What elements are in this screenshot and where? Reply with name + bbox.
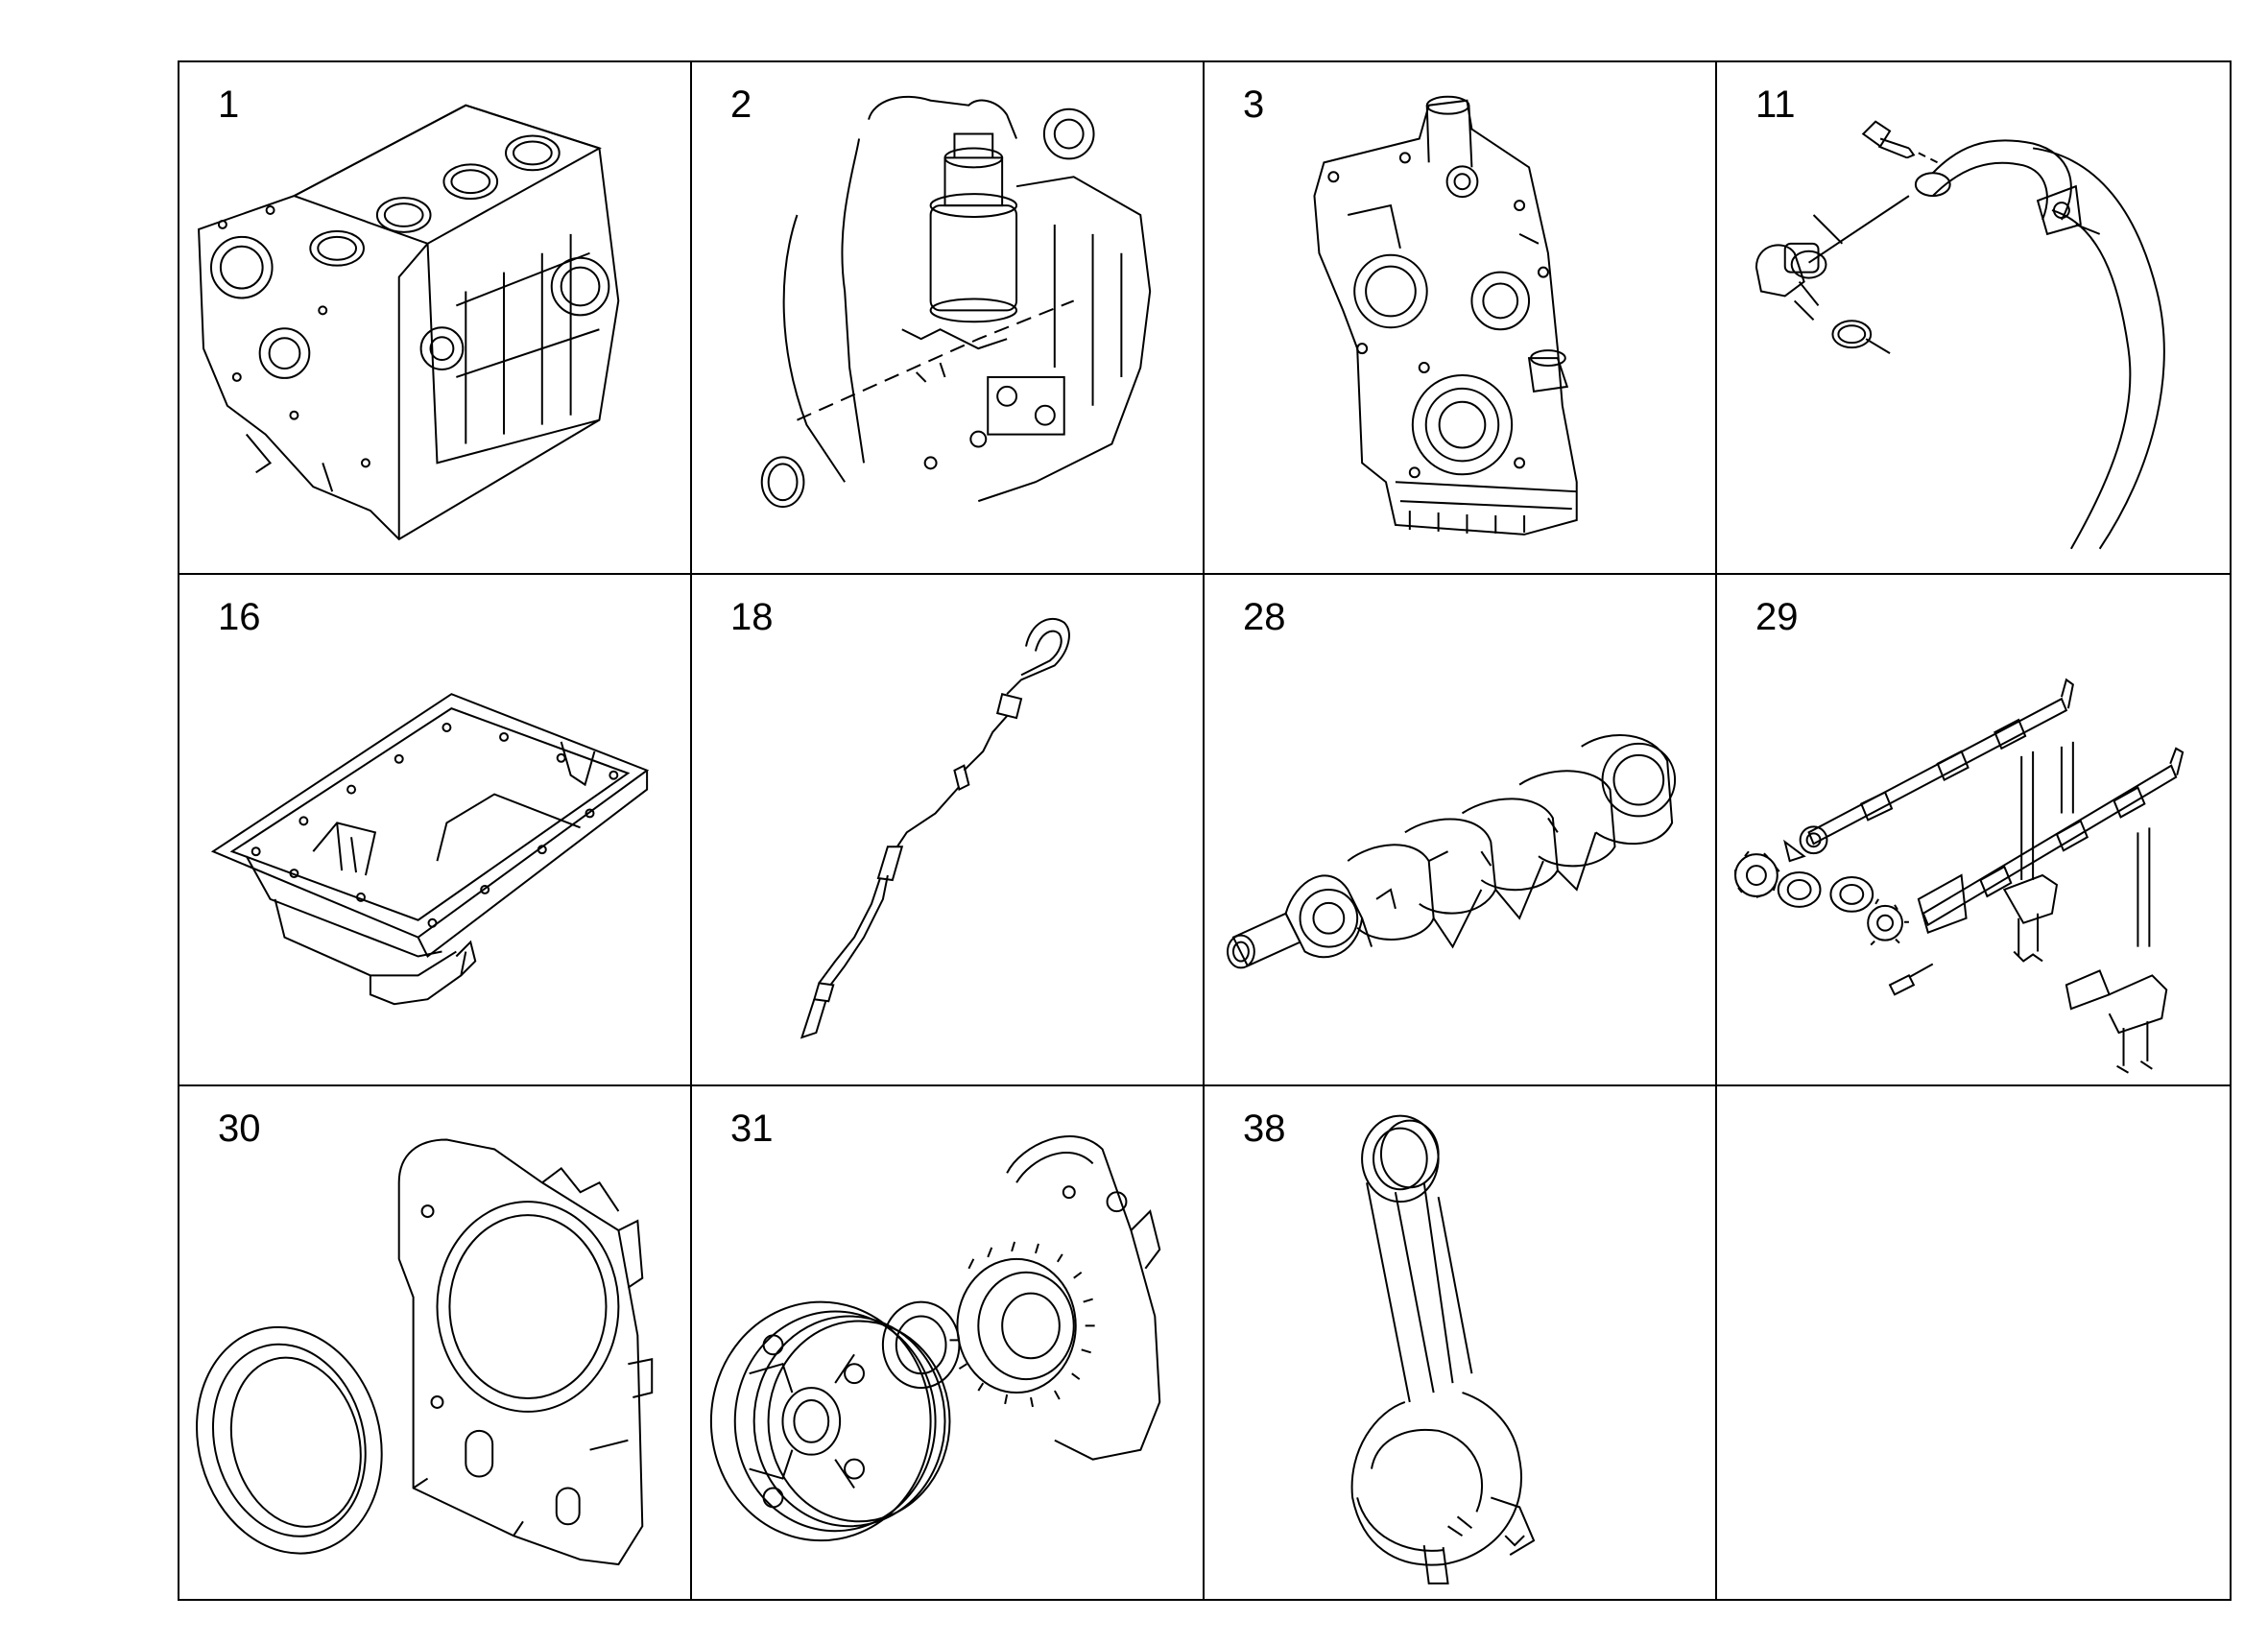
part-cell-28[interactable]: 28 xyxy=(1205,574,1717,1087)
oil-pan-icon xyxy=(179,575,690,1085)
part-number: 29 xyxy=(1755,595,1799,638)
part-cell-2[interactable]: 2 xyxy=(692,62,1205,575)
timing-cover-icon xyxy=(1205,62,1715,573)
part-number: 30 xyxy=(218,1108,261,1151)
part-cell-29[interactable]: 29 xyxy=(1717,575,2230,1087)
part-number: 31 xyxy=(730,1108,774,1151)
camshaft-icon xyxy=(1717,575,2230,1085)
crankshaft-icon xyxy=(1205,575,1715,1085)
part-cell-38[interactable]: 38 xyxy=(1205,1086,1717,1599)
oil-filter-assembly-icon xyxy=(692,62,1203,573)
part-number: 28 xyxy=(1243,595,1286,638)
part-cell-11[interactable]: 11 xyxy=(1717,62,2230,575)
part-number: 11 xyxy=(1755,83,1796,126)
part-cell-31[interactable]: 31 xyxy=(692,1086,1205,1599)
part-number: 38 xyxy=(1243,1108,1286,1151)
dipstick-icon xyxy=(692,575,1203,1085)
parts-grid: 1 2 xyxy=(178,60,2232,1601)
part-cell-18[interactable]: 18 xyxy=(692,574,1205,1087)
part-number: 16 xyxy=(218,595,261,638)
coolant-hose-icon xyxy=(1717,62,2230,573)
empty-cell xyxy=(1717,1086,2230,1599)
part-number: 3 xyxy=(1243,83,1265,126)
part-cell-1[interactable]: 1 xyxy=(179,62,692,575)
part-number: 2 xyxy=(730,83,752,126)
part-number: 1 xyxy=(218,83,240,126)
connecting-rod-icon xyxy=(1205,1086,1715,1599)
part-cell-16[interactable]: 16 xyxy=(179,574,692,1087)
pulley-gear-icon xyxy=(692,1086,1203,1599)
part-number: 18 xyxy=(730,595,774,638)
part-cell-3[interactable]: 3 xyxy=(1205,62,1717,575)
part-cell-30[interactable]: 30 xyxy=(179,1086,692,1599)
rear-seal-housing-icon xyxy=(179,1086,690,1599)
cylinder-block-icon xyxy=(179,62,690,573)
